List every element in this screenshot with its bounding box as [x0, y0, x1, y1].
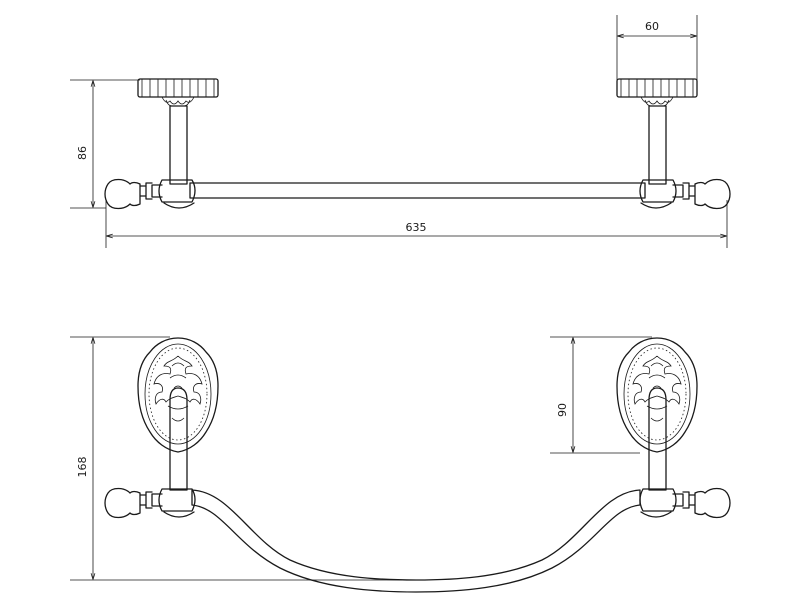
left-front-collar: [158, 488, 196, 518]
dim-label-90: 90: [556, 403, 569, 417]
dim-label-168: 168: [76, 457, 89, 478]
left-front-stem: [169, 387, 188, 491]
right-front-collar: [639, 488, 677, 518]
left-stem: [169, 105, 188, 185]
right-front-finial: [672, 487, 731, 519]
left-decorative-plate: [137, 337, 219, 453]
dim-label-86: 86: [76, 146, 89, 160]
top-view: 60 86 635: [70, 15, 731, 248]
right-stem: [648, 105, 667, 185]
curved-towel-bar: [191, 489, 641, 593]
right-front-stem: [648, 387, 667, 491]
right-wall-flange: [616, 78, 698, 107]
left-finial: [104, 178, 163, 210]
right-decorative-plate: [616, 337, 698, 453]
left-wall-flange: [137, 78, 219, 107]
dim-label-635: 635: [406, 221, 427, 234]
left-front-finial: [104, 487, 163, 519]
right-finial: [672, 178, 731, 210]
front-view: 168 90: [70, 336, 731, 593]
towel-bar: [189, 182, 646, 199]
left-collar: [158, 179, 196, 209]
dim-label-60: 60: [645, 20, 659, 33]
